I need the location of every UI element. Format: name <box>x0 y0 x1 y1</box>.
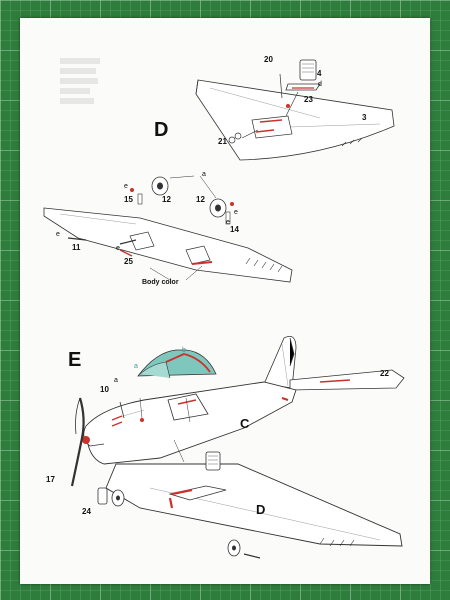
callout-20: 20 <box>264 55 273 64</box>
callout-11: 11 <box>72 243 81 252</box>
section-d-label: D <box>154 119 168 141</box>
callout-12-right: 12 <box>196 195 205 204</box>
instruction-sheet: D 20 4 d 23 3 21 <box>20 18 430 584</box>
callout-25: 25 <box>124 257 133 266</box>
assembly-drawings: D 20 4 d 23 3 21 <box>43 55 405 559</box>
callout-d-wing: D <box>256 502 265 517</box>
callout-23: 23 <box>304 95 313 104</box>
callout-canopy-b: b <box>182 347 186 354</box>
callout-15: 15 <box>124 195 133 204</box>
section-e-label: E <box>68 349 81 371</box>
callout-e-1: e <box>124 183 128 190</box>
callout-d: d <box>318 81 322 88</box>
callout-e-2: e <box>234 209 238 216</box>
section-e-diagram: E a b 10 a 22 C 17 24 D <box>46 335 405 559</box>
body-color-caption: Body color <box>142 279 179 286</box>
callout-10: 10 <box>100 385 109 394</box>
callout-e-4: e <box>56 231 60 238</box>
callout-canopy-a: a <box>134 363 138 370</box>
callout-21: 21 <box>218 137 227 146</box>
wing-wheel-diagram: a e 15 12 12 e e 14 e 11 e 25 Body color <box>43 171 293 286</box>
section-d-diagram: D 20 4 d 23 3 21 <box>60 55 395 161</box>
callout-17: 17 <box>46 475 55 484</box>
callout-12-left: 12 <box>162 195 171 204</box>
callout-24: 24 <box>82 507 91 516</box>
callout-e-3: e <box>226 219 230 226</box>
callout-14: 14 <box>230 225 239 234</box>
callout-4: 4 <box>317 69 322 78</box>
callout-22: 22 <box>380 369 389 378</box>
callout-3: 3 <box>362 113 367 122</box>
callout-a-antenna: a <box>114 377 118 384</box>
callout-e-5: e <box>116 245 120 252</box>
callout-a: a <box>202 171 206 178</box>
callout-c: C <box>240 416 250 431</box>
